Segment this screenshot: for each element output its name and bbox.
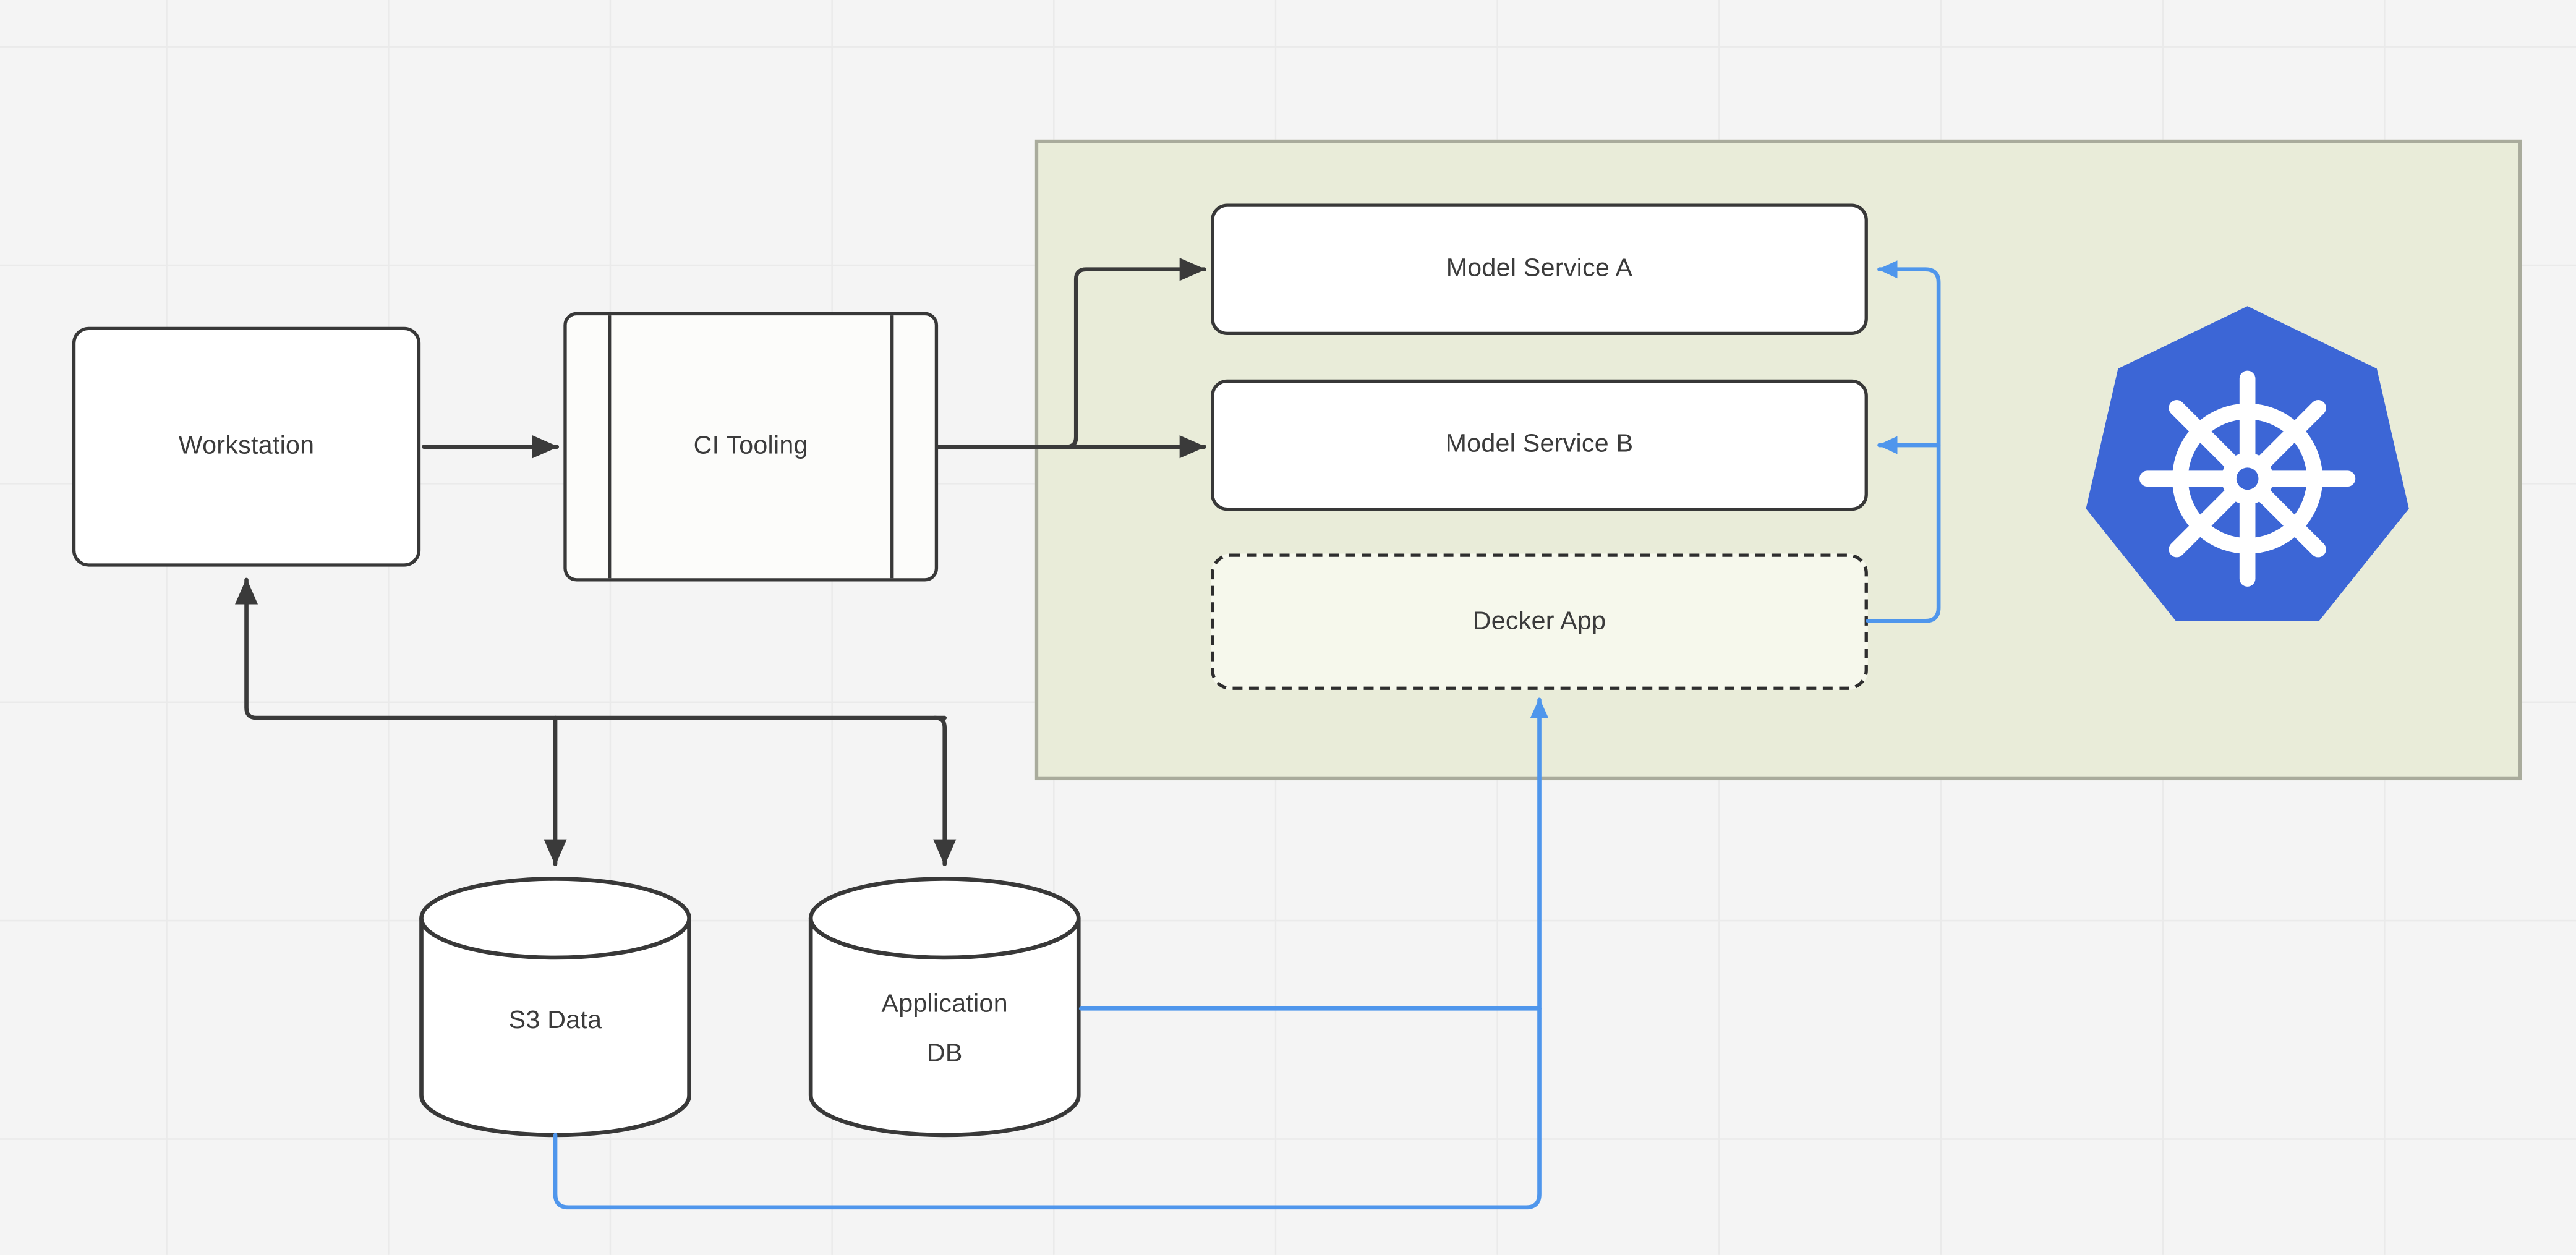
edge-into-application-db: [932, 715, 957, 866]
node-application-db-label-line2: DB: [926, 1039, 963, 1068]
node-ci-tooling-label: CI Tooling: [693, 432, 808, 460]
ci-tooling-right-divider: [890, 315, 894, 579]
node-s3-data: S3 Data: [419, 875, 692, 1138]
node-application-db-label: Application DB: [808, 981, 1081, 1079]
edge-databases-to-workstation: [234, 577, 947, 720]
node-model-service-a-label: Model Service A: [1446, 254, 1633, 283]
kubernetes-helm-icon: [2086, 306, 2409, 621]
node-ci-tooling: CI Tooling: [563, 312, 939, 582]
node-decker-app: Decker App: [1211, 553, 1868, 690]
node-s3-data-label: S3 Data: [508, 1006, 602, 1035]
node-model-service-b: Model Service B: [1211, 379, 1868, 511]
node-application-db: Application DB: [808, 875, 1081, 1138]
node-model-service-a: Model Service A: [1211, 203, 1868, 336]
node-decker-app-label: Decker App: [1472, 606, 1606, 635]
node-application-db-label-line1: Application: [881, 990, 1008, 1019]
node-workstation: Workstation: [72, 326, 421, 567]
ci-tooling-left-divider: [608, 315, 612, 579]
node-model-service-b-label: Model Service B: [1445, 430, 1634, 459]
node-workstation-label: Workstation: [178, 432, 315, 460]
kubernetes-wheel-hub-dot: [2236, 467, 2259, 490]
